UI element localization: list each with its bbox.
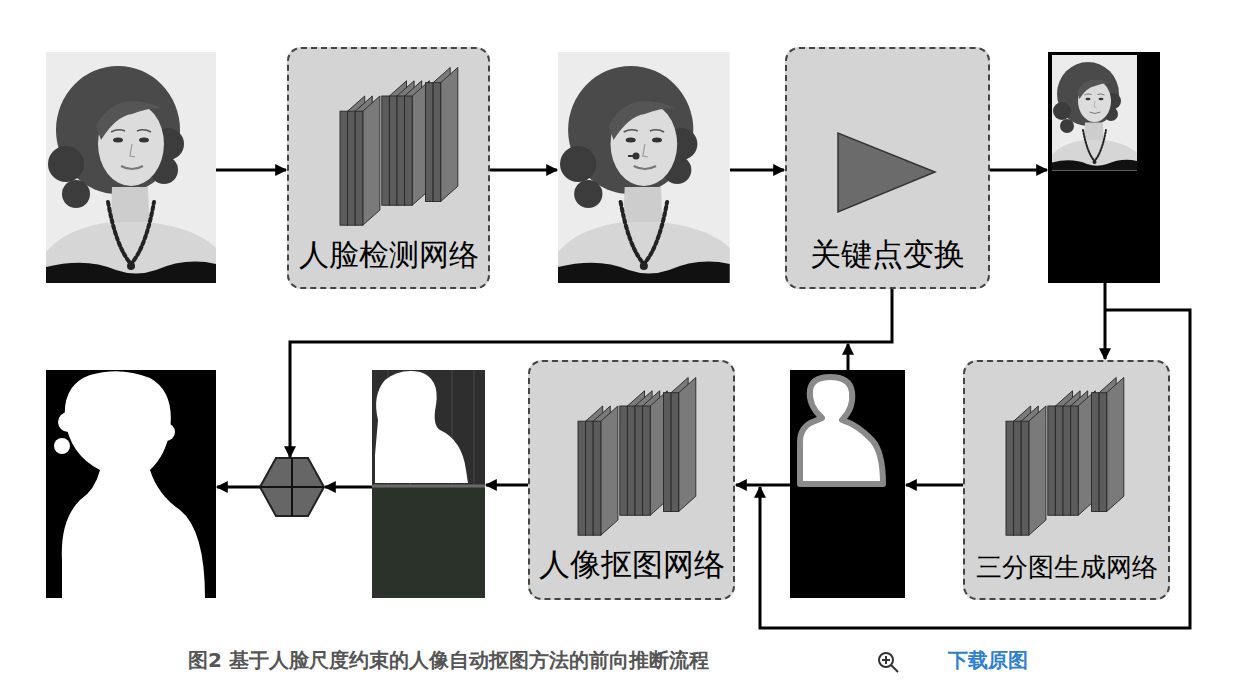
flow-arrow: [1104, 283, 1107, 359]
network-box: 关键点变换: [785, 47, 990, 289]
flow-arrow: [490, 169, 557, 172]
mask-curl: [157, 423, 175, 441]
fusion-hexagon: [260, 458, 324, 516]
matte-image: [372, 370, 485, 598]
box-label: 三分图生成网络: [976, 552, 1158, 583]
flow-arrow: [325, 486, 372, 489]
network-box: 人脸检测网络: [287, 47, 490, 289]
matte-fringe: [372, 485, 485, 488]
flow-arrow: [906, 484, 963, 487]
flow-arrow: [290, 289, 892, 457]
zoom-icon: [882, 656, 898, 672]
flow-arrow: [736, 484, 790, 487]
output-mask: [46, 370, 216, 598]
flow-arrow: [760, 310, 1190, 628]
trimap-image: [790, 370, 905, 598]
mask-silhouette: [62, 371, 205, 598]
normalized-canvas: [1048, 52, 1160, 283]
flow-arrow: [216, 169, 286, 172]
mask-curl: [58, 412, 78, 432]
box-ground: [287, 47, 490, 289]
download-link: 下载原图: [948, 648, 1028, 672]
cnn-icon: [578, 378, 696, 536]
network-box: 人像抠图网络: [528, 360, 735, 600]
detected-photo: [558, 52, 730, 283]
trimap-silhouette: [800, 377, 883, 484]
cnn-icon: [1006, 378, 1124, 536]
flow-arrow: [990, 169, 1047, 172]
box-ground: [785, 47, 990, 289]
box-ground: [963, 360, 1170, 600]
transform-triangle: [838, 133, 935, 212]
normalized-photo: [1052, 55, 1137, 171]
box-label: 人像抠图网络: [539, 546, 725, 583]
fusion-cross: [260, 458, 324, 516]
box-label: 人脸检测网络: [299, 237, 479, 273]
input-photo: [46, 52, 216, 283]
mask-curl: [54, 438, 70, 454]
matte-foreground: [375, 371, 468, 483]
flow-arrow: [217, 486, 260, 489]
flow-arrow: [847, 344, 850, 370]
box-ground: [528, 360, 735, 600]
figure-caption: 图2 基于人脸尺度约束的人像自动抠图方法的前向推断流程: [188, 648, 709, 672]
flow-arrow: [486, 484, 528, 487]
network-box: 三分图生成网络: [963, 360, 1170, 600]
matte-lower: [372, 485, 485, 598]
box-label: 关键点变换: [810, 236, 965, 273]
keypoint-dot: [633, 153, 640, 160]
cnn-icon: [340, 68, 458, 226]
flow-arrow: [730, 169, 784, 172]
